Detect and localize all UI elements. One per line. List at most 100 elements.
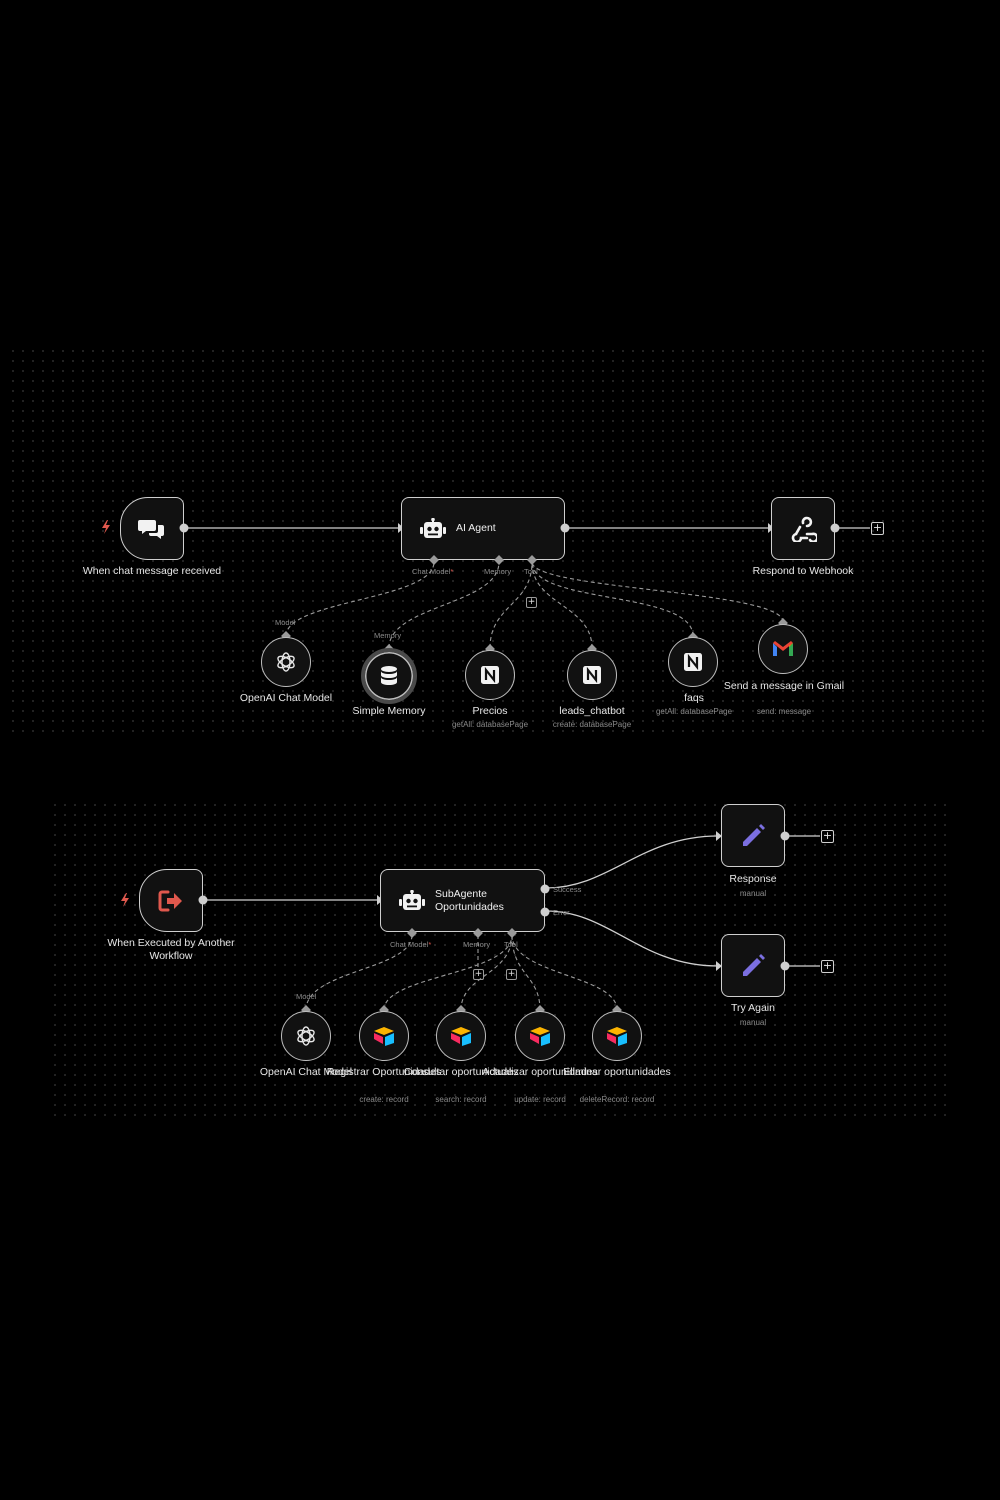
success-output-label: Success [553, 885, 582, 894]
output-handle[interactable] [779, 830, 791, 842]
response-node[interactable] [721, 804, 785, 867]
openai-model-label: OpenAI Chat Model [259, 1066, 353, 1078]
chat-model-port[interactable] [428, 554, 440, 566]
output-handle[interactable] [197, 894, 209, 906]
airtable-icon [607, 1027, 627, 1046]
tool-sub-faqs: getAll: databasePage [655, 707, 733, 716]
tool-node-faqs[interactable] [668, 637, 718, 687]
openai-icon [297, 1026, 315, 1046]
robot-icon [420, 517, 446, 538]
ai-agent-node[interactable]: AI Agent [401, 497, 565, 560]
try-again-label: Try Again [731, 1002, 775, 1014]
add-memory-button[interactable]: + [473, 969, 484, 980]
tool-sub-consultar: search: record [435, 1095, 487, 1104]
tool-port-label: Tool [524, 567, 538, 576]
subagent-node[interactable]: SubAgente Oportunidades [380, 869, 545, 932]
tool-port[interactable] [506, 927, 518, 939]
tool-label-registrar: Registrar Oportunidades [326, 1066, 442, 1078]
model-port-label: Model [275, 618, 296, 627]
tool-sub-eliminar: deleteRecord: record [579, 1095, 655, 1104]
simple-memory-label: Simple Memory [352, 705, 426, 717]
memory-port-label: Memory [463, 940, 491, 949]
gmail-icon [773, 641, 793, 656]
tool-node-consultar[interactable] [436, 1011, 486, 1061]
respond-webhook-label: Respond to Webhook [752, 565, 854, 577]
response-sub: manual [739, 889, 767, 898]
execute-workflow-trigger-node[interactable] [139, 869, 203, 932]
tool-label-actualizar: Actualizar oportunidades [482, 1066, 598, 1078]
tool-node-registrar[interactable] [359, 1011, 409, 1061]
subagent-title: SubAgente Oportunidades [435, 887, 504, 913]
memory-port[interactable] [472, 927, 484, 939]
output-handle[interactable] [559, 522, 571, 534]
sign-out-icon [158, 890, 182, 911]
chat-trigger-node[interactable] [120, 497, 184, 560]
openai-icon [277, 652, 295, 672]
chat-model-port[interactable] [406, 927, 418, 939]
notion-icon [481, 666, 499, 684]
trigger-bolt-icon [121, 893, 129, 907]
add-node-button[interactable]: + [871, 521, 884, 535]
try-again-sub: manual [739, 1018, 767, 1027]
tool-sub-registrar: create: record [359, 1095, 409, 1104]
output-handle[interactable] [178, 522, 190, 534]
tool-port-label: Tool [504, 940, 518, 949]
webhook-icon [791, 516, 817, 542]
respond-webhook-node[interactable] [771, 497, 835, 560]
execute-workflow-trigger-label: When Executed by Another Workflow [107, 937, 235, 962]
success-handle[interactable] [539, 883, 551, 895]
openai-model-node[interactable] [281, 1011, 331, 1061]
tool-port[interactable] [526, 554, 538, 566]
response-label: Response [729, 873, 777, 885]
tool-label-faqs: faqs [684, 692, 704, 704]
notion-icon [684, 653, 702, 671]
tool-sub-actualizar: update: record [514, 1095, 566, 1104]
add-tool-button[interactable]: + [506, 969, 517, 980]
openai-model-node[interactable] [261, 637, 311, 687]
tool-label-consultar: Consultar oportunidades [403, 1066, 519, 1078]
chat-bubbles-icon [138, 519, 164, 539]
try-again-node[interactable] [721, 934, 785, 997]
error-output-label: Error [553, 908, 570, 917]
chat-trigger-label: When chat message received [82, 565, 222, 577]
add-tool-button[interactable]: + [526, 597, 537, 608]
connection-success-response [545, 835, 719, 889]
pencil-icon [743, 823, 765, 846]
database-icon [381, 666, 397, 685]
add-node-button[interactable]: + [821, 959, 834, 973]
canvas-grid-bottom [50, 800, 950, 1120]
tool-node-eliminar[interactable] [592, 1011, 642, 1061]
connection-memory-agent [388, 561, 500, 649]
memory-node-port-label: Memory [374, 631, 402, 640]
airtable-icon [374, 1027, 394, 1046]
tool-node-leads-chatbot[interactable] [567, 650, 617, 700]
tool-node-actualizar[interactable] [515, 1011, 565, 1061]
memory-port[interactable] [493, 554, 505, 566]
model-port-label: Model [296, 992, 317, 1001]
pencil-icon [743, 953, 765, 976]
add-node-button[interactable]: + [821, 829, 834, 843]
output-handle[interactable] [779, 960, 791, 972]
openai-model-label: OpenAI Chat Model [239, 692, 333, 704]
tool-label-leads-chatbot: leads_chatbot [559, 705, 625, 717]
tool-label-precios: Precios [472, 705, 508, 717]
tool-node-precios[interactable] [465, 650, 515, 700]
airtable-icon [530, 1027, 550, 1046]
tool-label-gmail: Send a message in Gmail [723, 680, 845, 692]
connection-error-tryagain [545, 910, 719, 967]
tool-sub-leads-chatbot: create: databasePage [552, 720, 632, 729]
chat-model-port-label: Chat Model* [390, 940, 432, 949]
tool-label-eliminar: Eliminar oportunidades [563, 1066, 671, 1078]
chat-model-port-label: Chat Model* [412, 567, 454, 576]
error-handle[interactable] [539, 906, 551, 918]
output-handle[interactable] [829, 522, 841, 534]
connection-model-agent [285, 561, 435, 637]
tool-node-gmail[interactable] [758, 624, 808, 674]
notion-icon [583, 666, 601, 684]
memory-port-label: Memory [484, 567, 512, 576]
trigger-bolt-icon [102, 520, 110, 534]
tool-sub-gmail: send: message [756, 707, 812, 716]
simple-memory-node[interactable] [361, 648, 417, 704]
